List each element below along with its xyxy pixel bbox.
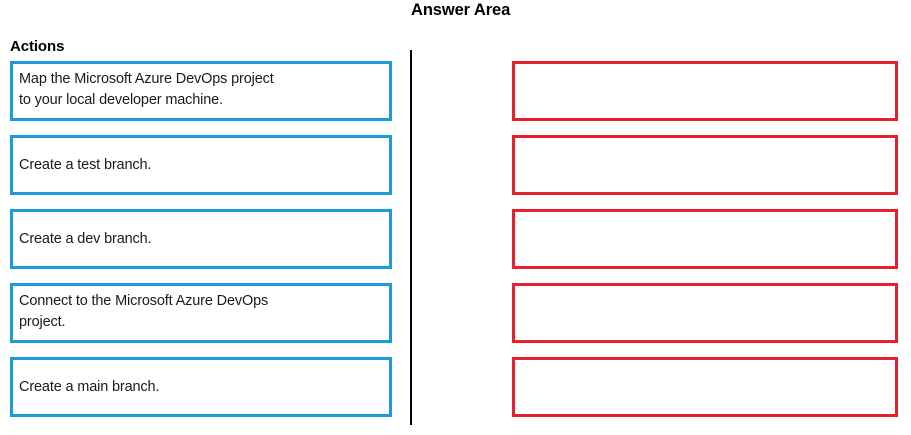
action-tile-label: Create a test branch. bbox=[19, 156, 152, 173]
answer-slot[interactable] bbox=[512, 135, 898, 195]
action-tile[interactable]: Create a dev branch. bbox=[10, 209, 392, 269]
action-tile[interactable]: Map the Microsoft Azure DevOps project t… bbox=[10, 61, 392, 121]
answer-slot[interactable] bbox=[512, 61, 898, 121]
actions-column: Map the Microsoft Azure DevOps project t… bbox=[10, 61, 392, 431]
actions-title: Actions bbox=[10, 38, 65, 55]
answer-slot[interactable] bbox=[512, 283, 898, 343]
answer-column bbox=[512, 61, 898, 431]
action-tile[interactable]: Create a main branch. bbox=[10, 357, 392, 417]
action-tile[interactable]: Connect to the Microsoft Azure DevOps pr… bbox=[10, 283, 392, 343]
action-tile-label: Create a dev branch. bbox=[19, 230, 152, 247]
action-tile-label: Map the Microsoft Azure DevOps project t… bbox=[19, 71, 274, 108]
answer-slot[interactable] bbox=[512, 357, 898, 417]
action-tile[interactable]: Create a test branch. bbox=[10, 135, 392, 195]
action-tile-label: Connect to the Microsoft Azure DevOps pr… bbox=[19, 293, 269, 330]
answer-slot[interactable] bbox=[512, 209, 898, 269]
column-divider bbox=[410, 50, 412, 425]
answer-area-title: Answer Area bbox=[411, 1, 511, 19]
action-tile-label: Create a main branch. bbox=[19, 378, 160, 395]
